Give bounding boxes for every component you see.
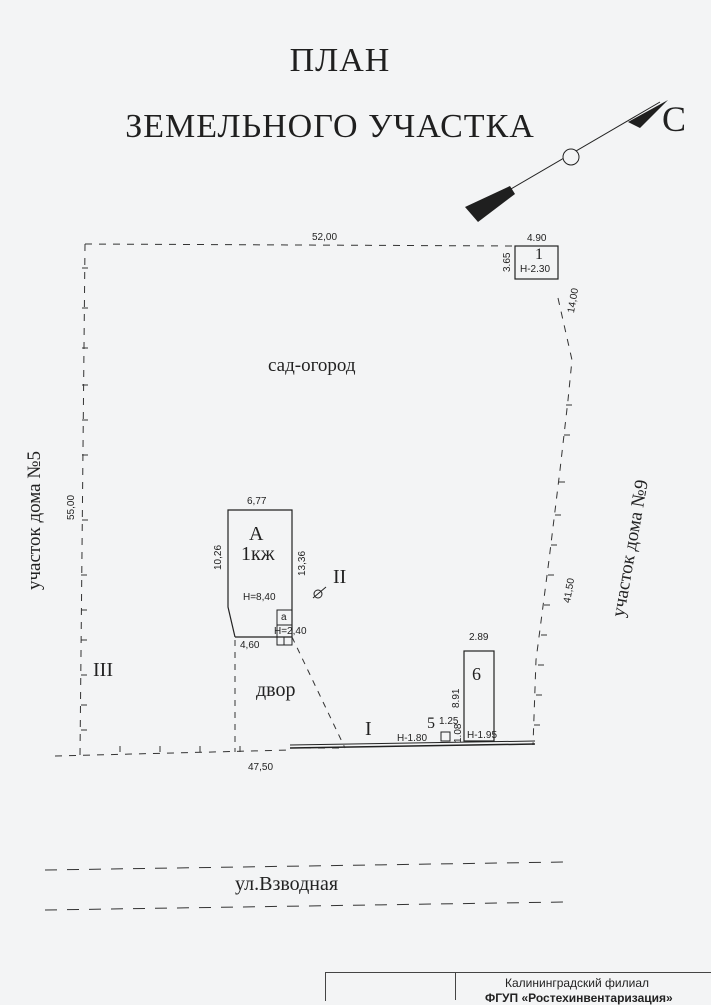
- dim-house-right: 13,36: [297, 550, 308, 576]
- dim-bldg6-width: 2.89: [469, 632, 489, 643]
- zone-garden: сад-огород: [268, 355, 356, 376]
- fence-ticks: [81, 267, 572, 752]
- dim-top: 52,00: [312, 232, 338, 243]
- title-block-divider: [455, 972, 456, 1000]
- annex-building: [276, 609, 293, 646]
- item5-number: 5: [427, 715, 435, 732]
- zone-roman-2: II: [333, 566, 347, 588]
- zone-yard: двор: [256, 679, 296, 701]
- title-line-2: ЗЕМЕЛЬНОГО УЧАСТКА: [125, 108, 535, 145]
- building-6: [463, 650, 495, 742]
- item5-height: Н-1.80: [397, 733, 428, 744]
- bldg6-height: Н-1.95: [467, 730, 498, 741]
- house-letter: А: [249, 523, 264, 545]
- house-type: 1кж: [241, 543, 275, 565]
- zone-roman-1: I: [365, 718, 372, 740]
- stamp-line-2: ФГУП «Ростехинвентаризация»: [485, 991, 673, 1005]
- neighbor-left: участок дома №5: [24, 451, 45, 590]
- annex-height: Н=2,40: [274, 626, 307, 637]
- dim-item5-width: 1.25: [439, 716, 459, 727]
- street-frontage: [289, 740, 536, 749]
- gate-hinge: [312, 586, 327, 599]
- dim-bldg6-depth: 8.91: [451, 688, 462, 708]
- dim-house-bottom: 4,60: [240, 640, 260, 651]
- dim-left: 55,00: [66, 494, 77, 520]
- title-line-1: ПЛАН: [289, 42, 391, 79]
- dim-house-width: 6,77: [247, 496, 267, 507]
- dim-item5-depth: 1.08: [453, 723, 464, 743]
- annex-letter: а: [281, 612, 287, 623]
- shed-height: Н-2.30: [520, 264, 551, 275]
- dim-house-left: 10,26: [213, 544, 224, 570]
- dim-shed-width: 4.90: [527, 233, 547, 244]
- stamp-line-1: Калининградский филиал: [505, 976, 649, 990]
- street-name: ул.Взводная: [235, 873, 339, 895]
- north-arrow: [465, 100, 668, 222]
- shed-building: [514, 245, 559, 280]
- dim-bottom: 47,50: [248, 762, 274, 773]
- shed-number: 1: [535, 246, 543, 263]
- north-label: С: [662, 99, 687, 139]
- item-5: [440, 731, 451, 742]
- house-height: Н=8,40: [243, 592, 276, 603]
- gate-marker: [313, 589, 323, 599]
- bldg6-number: 6: [472, 664, 481, 684]
- internal-divisions: [234, 636, 346, 752]
- dim-shed-depth: 3.65: [502, 252, 513, 272]
- title-block: [325, 972, 711, 1001]
- zone-roman-3: III: [93, 659, 113, 681]
